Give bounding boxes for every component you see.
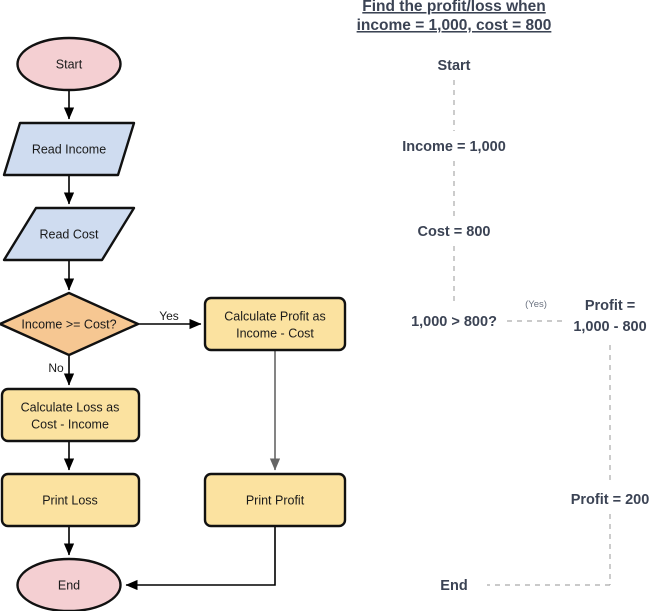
flow-node-calculate-loss-label-line1: Calculate Loss as: [21, 400, 120, 414]
edge-print-profit-to-end: [125, 526, 276, 591]
flow-node-print-loss[interactable]: Print Loss: [0, 472, 141, 528]
flow-node-read-cost[interactable]: Read Cost: [2, 206, 136, 262]
flow-node-start[interactable]: Start: [16, 36, 122, 92]
trace-step-income: Income = 1,000: [402, 139, 506, 155]
flow-node-print-profit-label: Print Profit: [246, 493, 305, 507]
trace-title-line1: Find the profit/loss when: [362, 0, 545, 15]
trace-step-cost: Cost = 800: [418, 224, 491, 240]
flow-node-read-income-label: Read Income: [32, 142, 106, 156]
trace-title: Find the profit/loss when income = 1,000…: [357, 0, 552, 34]
flow-node-end-label: End: [58, 578, 80, 592]
trace-step-end: End: [440, 578, 467, 594]
flow-node-read-income[interactable]: Read Income: [2, 121, 136, 177]
edge-label-yes: Yes: [159, 309, 179, 323]
flow-node-start-label: Start: [56, 57, 83, 71]
flow-node-calculate-loss-label-line2: Cost - Income: [31, 417, 109, 431]
edge-label-no: No: [48, 361, 64, 375]
trace-step-condition: 1,000 > 800?: [411, 314, 497, 330]
flow-node-calculate-profit-label-line1: Calculate Profit as: [224, 309, 325, 323]
flow-node-end[interactable]: End: [16, 557, 122, 611]
flow-node-calculate-loss[interactable]: Calculate Loss as Cost - Income: [0, 387, 141, 443]
flow-node-calculate-profit[interactable]: Calculate Profit as Income - Cost: [203, 296, 347, 352]
trace-step-profit-expression-line2: 1,000 - 800: [573, 319, 646, 335]
flow-node-decision[interactable]: Income >= Cost?: [0, 291, 140, 357]
trace-title-line2: income = 1,000, cost = 800: [357, 17, 552, 34]
flow-node-print-profit[interactable]: Print Profit: [203, 472, 347, 528]
trace-branch-label-yes: (Yes): [525, 299, 547, 310]
trace-connectors: [453, 80, 611, 586]
flow-node-print-loss-label: Print Loss: [42, 493, 98, 507]
flow-node-read-cost-label: Read Cost: [39, 227, 99, 241]
flow-node-calculate-profit-label-line2: Income - Cost: [236, 326, 314, 340]
trace-step-profit-value: Profit = 200: [571, 492, 649, 508]
trace-step-profit-expression-line1: Profit =: [585, 298, 635, 314]
flow-connectors: [63, 90, 281, 591]
trace-step-start: Start: [437, 58, 470, 74]
flow-node-decision-label: Income >= Cost?: [21, 317, 116, 331]
